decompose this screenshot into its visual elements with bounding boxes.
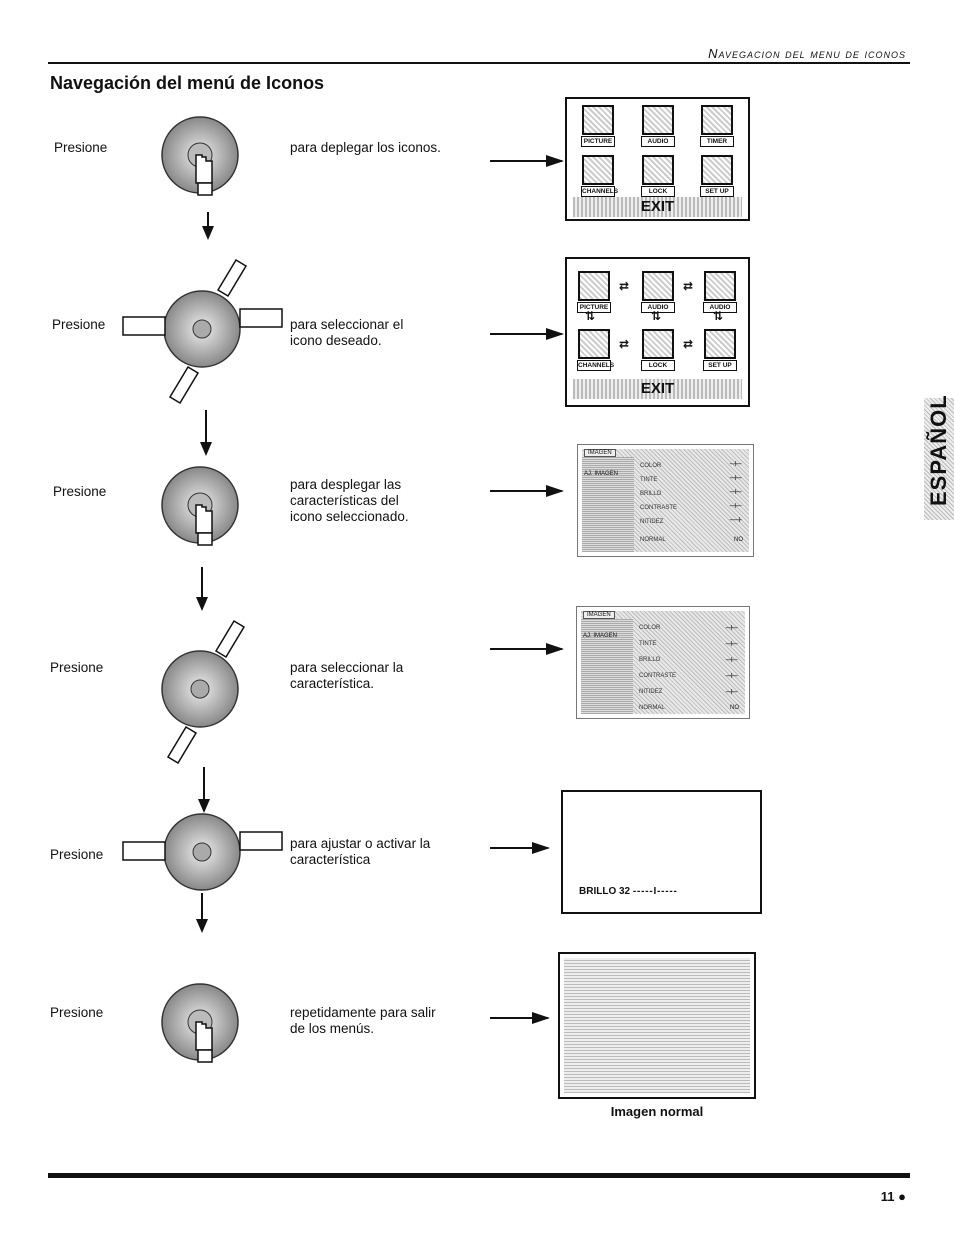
slider-marks: ----I---- [725, 689, 738, 696]
step-4-desc: para seleccionar la característica. [290, 660, 404, 691]
slider-marks: ----I---- [725, 625, 738, 632]
page-number: 11 ● [880, 1189, 906, 1204]
icon-navigation-screen: PICTURE AUDIO AUDIO ⇄ ⇄ ⇅ ⇅ ⇅ CHANNELS L… [565, 257, 750, 407]
menu-tab: IMAGEN [584, 449, 616, 457]
exit-bar: EXIT [573, 197, 742, 217]
flow-arrow-down [196, 567, 208, 611]
menu-item: COLOR [640, 463, 662, 469]
setup-icon: SET UP [700, 155, 734, 197]
menu-item: NITIDEZ [640, 519, 664, 525]
menu-item: CONTRASTE [639, 673, 677, 679]
header-rule [48, 62, 910, 64]
icon-menu-screen: PICTURE AUDIO TIMER CHANNELS LOCK SET UP… [565, 97, 750, 221]
channels-icon: CHANNELS [577, 329, 614, 371]
step-1-desc: para deplegar los iconos. [290, 140, 441, 155]
adjust-screen: BRILLO 32 - - - - - I - - - - - [561, 790, 762, 914]
step-3-label: Presione [53, 484, 107, 499]
menu-item-selected: BRILLO [639, 657, 661, 663]
step-5-label: Presione [50, 847, 104, 862]
adjust-label: BRILLO 32 - - - - - I - - - - - [579, 886, 677, 897]
footer-rule [48, 1173, 910, 1178]
swap-arrows-icon: ⇄ [619, 337, 630, 351]
up-down-arrows-icon: ⇅ [651, 309, 662, 323]
picture-icon: PICTURE [581, 105, 615, 147]
menu-item: CONTRASTE [640, 505, 678, 511]
arrow-to-screen-2 [490, 329, 564, 339]
remote-dial-navigate-icon [122, 258, 283, 405]
feature-menu-screen: IMAGEN AJ. IMAGEN COLOR TINTE BRILLO CON… [577, 444, 754, 557]
lock-icon: LOCK [641, 329, 675, 371]
normal-picture-caption: Imagen normal [610, 1104, 704, 1119]
arrow-to-screen-6 [490, 1013, 550, 1023]
running-head: Navegacion del menu de iconos [708, 46, 906, 61]
step-5-desc: para ajustar o activar la característica [290, 836, 431, 867]
menu-item: TINTE [640, 477, 658, 483]
arrow-to-screen-4 [490, 644, 564, 654]
slider-marks: ----I---- [729, 475, 742, 482]
remote-dial-press-icon [161, 116, 239, 196]
channels-icon: CHANNELS [581, 155, 618, 197]
up-down-arrows-icon: ⇅ [585, 309, 596, 323]
step-6-desc: repetidamente para salir de los menús. [290, 1005, 436, 1036]
menu-item: NORMAL [640, 537, 666, 543]
step-4-label: Presione [50, 660, 104, 675]
step-2-label: Presione [52, 317, 106, 332]
flow-arrow-down [200, 410, 212, 456]
menu-item: TINTE [639, 641, 657, 647]
normal-value: NO [730, 705, 739, 711]
remote-dial-press-icon [161, 983, 239, 1063]
menu-tab: IMAGEN [583, 611, 615, 619]
slider-marks: ----I---- [725, 673, 738, 680]
lock-icon: LOCK [641, 155, 675, 197]
arrow-to-screen-1 [490, 156, 564, 166]
step-1-label: Presione [54, 140, 108, 155]
flow-arrow-down [198, 767, 210, 813]
step-6-label: Presione [50, 1005, 104, 1020]
picture-icon: PICTURE [577, 271, 611, 313]
flow-arrow-down [196, 893, 208, 933]
slider-marks: ----I---- [725, 641, 738, 648]
up-down-arrows-icon: ⇅ [713, 309, 724, 323]
setup-icon: SET UP [703, 329, 737, 371]
menu-item: NITIDEZ [639, 689, 663, 695]
slider-marks: -------I- [729, 517, 742, 524]
menu-item: COLOR [639, 625, 661, 631]
slider-marks: ----I---- [729, 503, 742, 510]
menu-left-item: AJ. IMAGEN [583, 633, 618, 639]
slider-marks: ----I---- [729, 489, 742, 496]
swap-arrows-icon: ⇄ [683, 337, 694, 351]
page-title: Navegación del menú de Iconos [50, 73, 325, 93]
slider-marks: --·-I---- [729, 461, 742, 468]
slider-marks: ----I---- [725, 657, 738, 664]
flow-arrow-down [202, 212, 214, 240]
exit-bar: EXIT [573, 379, 742, 399]
remote-dial-left-right-icon [122, 813, 283, 891]
audio-icon: AUDIO [703, 271, 737, 313]
audio-icon: AUDIO [641, 271, 675, 313]
language-side-tab: ESPAÑOL [924, 394, 954, 520]
menu-left-item: AJ. IMAGEN [584, 471, 619, 477]
swap-arrows-icon: ⇄ [619, 279, 630, 293]
feature-select-screen: IMAGEN AJ. IMAGEN COLOR TINTE BRILLO CON… [576, 606, 750, 719]
timer-icon: TIMER [700, 105, 734, 147]
normal-picture-screen [558, 952, 756, 1099]
menu-item: NORMAL [639, 705, 665, 711]
step-3-desc: para desplegar las características del i… [290, 477, 409, 524]
normal-value: NO [734, 537, 743, 543]
remote-dial-up-down-icon [161, 619, 246, 765]
swap-arrows-icon: ⇄ [683, 279, 694, 293]
arrow-to-screen-5 [490, 843, 550, 853]
remote-dial-press-icon [161, 466, 239, 546]
arrow-to-screen-3 [490, 486, 564, 496]
step-2-desc: para seleccionar el icono deseado. [290, 317, 404, 348]
audio-icon: AUDIO [641, 105, 675, 147]
language-label: ESPAÑOL [926, 394, 951, 506]
menu-item: BRILLO [640, 491, 662, 497]
